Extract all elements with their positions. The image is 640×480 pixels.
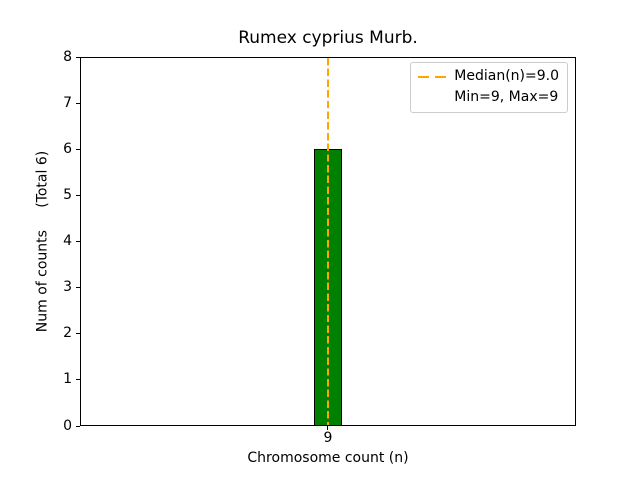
- dashed-line-swatch: [418, 75, 447, 78]
- y-tick-label: 1: [63, 371, 72, 388]
- y-tick-mark: [76, 379, 80, 381]
- y-tick-mark: [76, 102, 80, 104]
- legend: Median(n)=9.0 Min=9, Max=9: [410, 62, 568, 113]
- legend-row-median: Median(n)=9.0: [418, 68, 559, 85]
- y-tick-label: 3: [63, 279, 72, 296]
- legend-swatch-empty: [418, 97, 446, 99]
- y-tick-label: 7: [63, 94, 72, 111]
- legend-row-minmax: Min=9, Max=9: [418, 89, 559, 106]
- y-tick-label: 2: [63, 325, 72, 342]
- y-tick-label: 8: [63, 48, 72, 65]
- plot-area: Median(n)=9.0 Min=9, Max=9: [80, 57, 576, 426]
- legend-label-minmax: Min=9, Max=9: [454, 89, 559, 105]
- y-tick-mark: [76, 241, 80, 242]
- y-tick-mark: [76, 148, 80, 150]
- chart-title: Rumex cyprius Murb.: [238, 28, 418, 48]
- x-tick-mark: [327, 426, 328, 430]
- x-tick-label: 9: [323, 430, 333, 446]
- y-tick-label: 0: [63, 417, 72, 434]
- y-tick-mark: [76, 194, 80, 196]
- median-line: [327, 58, 329, 425]
- x-axis-label: Chromosome count (n): [247, 450, 409, 466]
- y-tick-label: 4: [63, 233, 72, 249]
- y-tick-mark: [76, 287, 80, 289]
- y-tick-mark: [76, 56, 80, 58]
- y-tick-mark: [76, 333, 80, 335]
- legend-label-median: Median(n)=9.0: [454, 68, 559, 84]
- y-tick-mark: [76, 425, 80, 427]
- y-tick-label: 6: [63, 140, 72, 157]
- y-tick-label: 5: [63, 186, 72, 203]
